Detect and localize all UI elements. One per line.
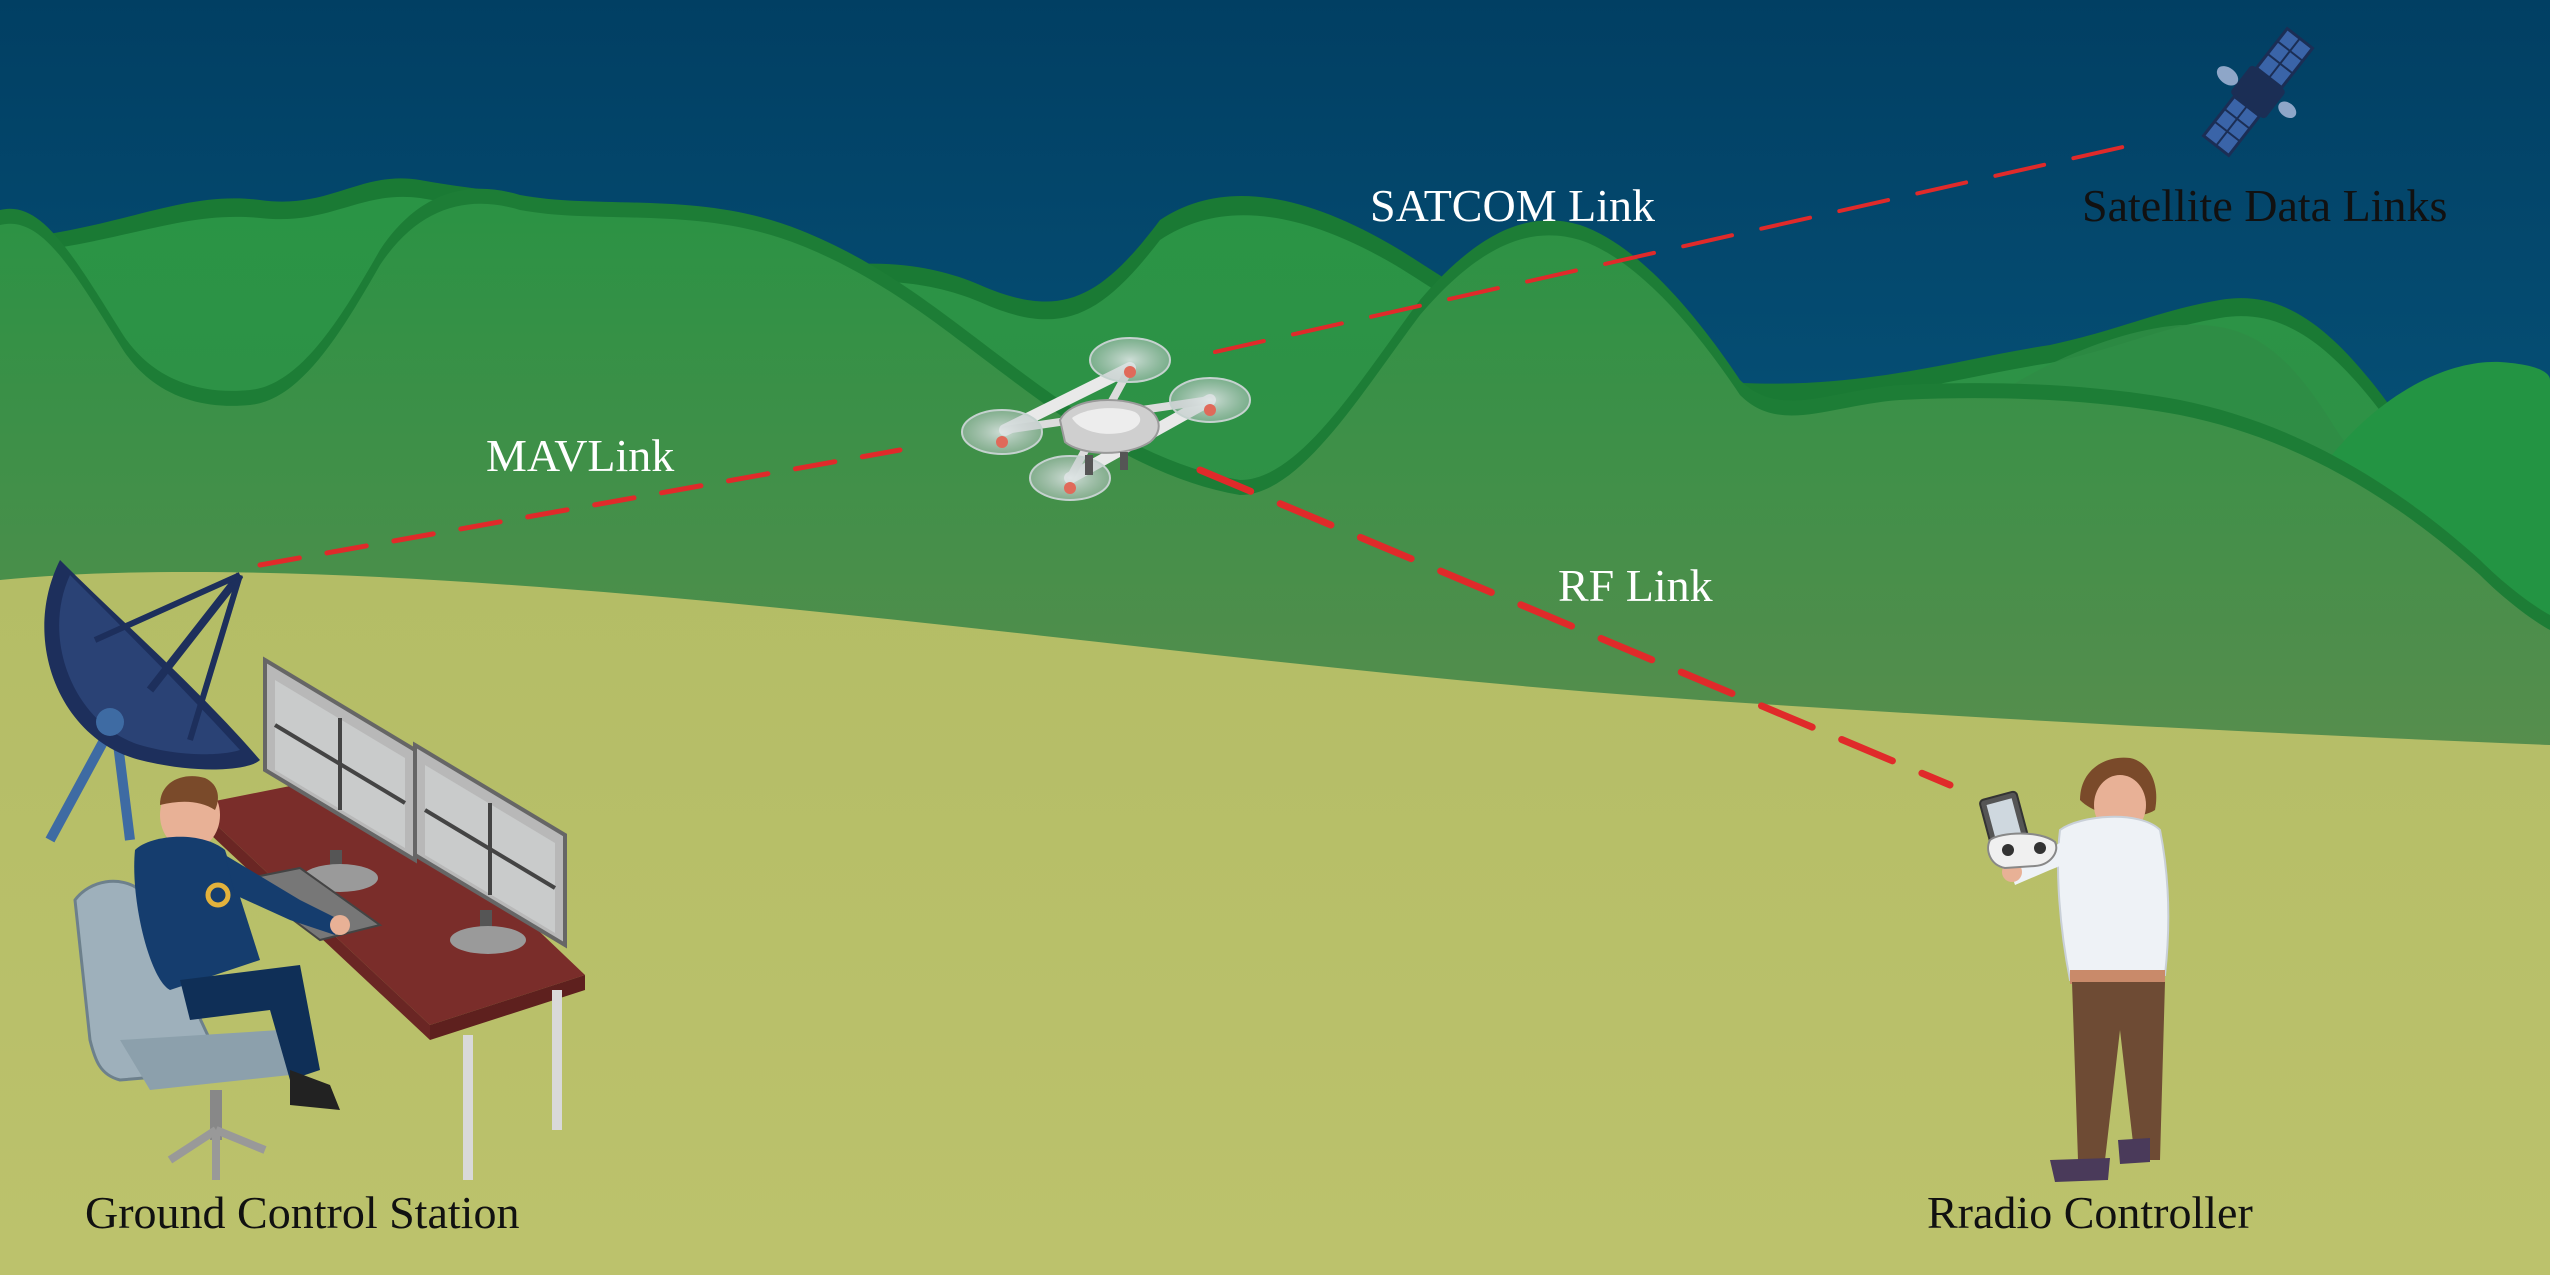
operator-person-icon (134, 776, 350, 1110)
office-chair (73, 879, 290, 1180)
rf-link-label: RF Link (1558, 560, 1713, 611)
satellite-icon (2201, 26, 2315, 158)
satcom-link-label: SATCOM Link (1370, 180, 1655, 231)
ground-control-station-label: Ground Control Station (85, 1187, 520, 1238)
satellite-data-links-label: Satellite Data Links (2082, 180, 2448, 231)
mavlink-label: MAVLink (486, 430, 675, 481)
satcom-link-line (1213, 140, 2147, 354)
mavlink-link-line (257, 447, 903, 568)
rf-link-line (1196, 466, 1954, 789)
ground (0, 571, 2550, 1275)
quadcopter-drone-icon (961, 337, 1251, 501)
satellite-dish-icon (44, 560, 261, 843)
pilot-person-icon (2002, 757, 2170, 1182)
radio-controller-label: Rradio Controller (1927, 1187, 2253, 1238)
radio-controller-icon (1979, 790, 2058, 870)
